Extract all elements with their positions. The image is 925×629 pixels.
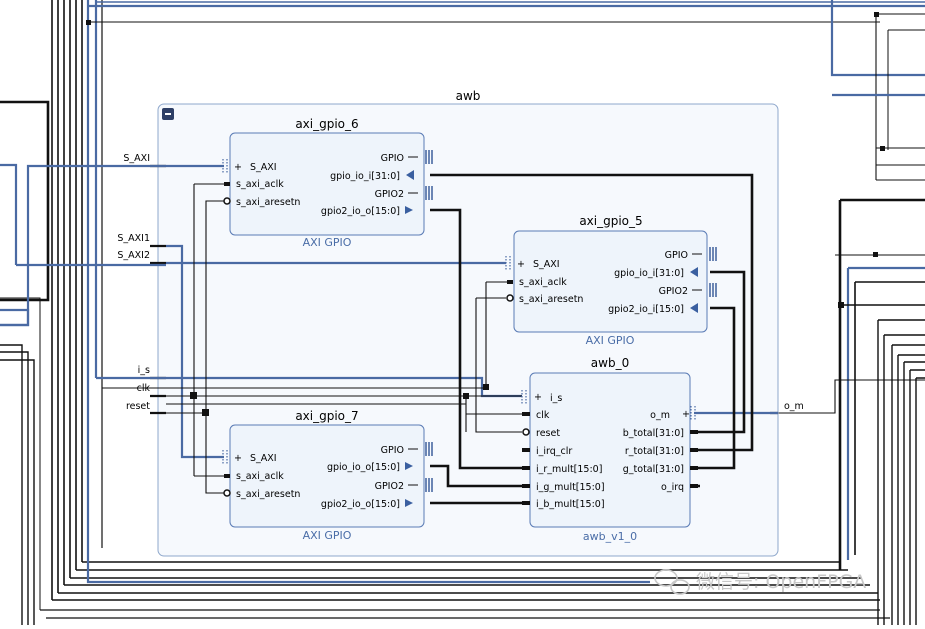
hierarchy-title: awb	[456, 89, 481, 103]
pin-gpio2-io-i: gpio2_io_i[15:0]	[608, 304, 684, 315]
collapse-icon[interactable]	[162, 108, 174, 120]
block-name: awb_0	[591, 356, 629, 370]
block-awb-0[interactable]: awb_0 awb_v1_0 + i_s clk reset i_irq_clr…	[521, 356, 698, 543]
block-type: AXI GPIO	[586, 334, 635, 347]
pin-s-axi: S_AXI	[250, 162, 277, 173]
pin-gpio2: GPIO2	[659, 286, 688, 297]
block-name: axi_gpio_6	[295, 117, 358, 131]
pin-g-total: g_total[31:0]	[623, 464, 684, 475]
plus-icon[interactable]: +	[534, 392, 542, 403]
port-label-s-axi1: S_AXI1	[117, 233, 150, 244]
pin-s-axi-aresetn: s_axi_aresetn	[236, 489, 300, 500]
pin-s-axi-aresetn: s_axi_aresetn	[236, 197, 300, 208]
block-type: awb_v1_0	[583, 530, 637, 543]
block-type: AXI GPIO	[303, 529, 352, 542]
pin-s-axi-aclk: s_axi_aclk	[519, 277, 567, 288]
port-label-clk: clk	[137, 383, 151, 394]
pin-gpio-io-i: gpio_io_i[31:0]	[614, 268, 684, 279]
port-label-s-axi2: S_AXI2	[117, 250, 150, 261]
output-arrow-icon	[405, 499, 413, 507]
block-name: axi_gpio_7	[295, 409, 358, 423]
pin-i-r-mult: i_r_mult[15:0]	[536, 464, 602, 475]
pin-gpio-io-i: gpio_io_i[31:0]	[330, 171, 400, 182]
pin-reset: reset	[536, 428, 560, 439]
output-arrow-icon	[405, 206, 413, 214]
pin-o-m: o_m	[650, 410, 670, 421]
port-label-s-axi: S_AXI	[123, 153, 150, 164]
port-label-i-s: i_s	[138, 365, 150, 376]
wechat-icon	[654, 569, 690, 595]
block-axi-gpio-6[interactable]: axi_gpio_6 AXI GPIO + S_AXI s_axi_aclk s…	[222, 117, 433, 249]
internal-wires	[0, 164, 778, 505]
block-axi-gpio-7[interactable]: axi_gpio_7 AXI GPIO + S_AXI s_axi_aclk s…	[222, 409, 433, 542]
block-axi-gpio-5[interactable]: axi_gpio_5 AXI GPIO + S_AXI s_axi_aclk s…	[505, 214, 717, 347]
pin-gpio2-io-o: gpio2_io_o[15:0]	[321, 499, 400, 510]
plus-icon[interactable]: +	[234, 453, 242, 464]
pin-b-total: b_total[31:0]	[623, 428, 684, 439]
pin-s-axi: S_AXI	[250, 453, 277, 464]
output-arrow-icon	[405, 462, 413, 470]
input-arrow-icon	[690, 303, 698, 313]
pin-gpio: GPIO	[665, 250, 688, 261]
plus-icon[interactable]: +	[682, 409, 690, 420]
pin-gpio: GPIO	[381, 153, 404, 164]
input-arrow-icon	[406, 170, 414, 180]
pin-r-total: r_total[31:0]	[625, 446, 684, 457]
plus-icon[interactable]: +	[234, 162, 242, 173]
port-label-o-m: o_m	[784, 401, 804, 412]
watermark: 微信号: OpenFPGA	[654, 569, 866, 595]
pin-o-irq: o_irq	[661, 482, 684, 493]
pin-i-b-mult: i_b_mult[15:0]	[536, 499, 605, 510]
watermark-text: 微信号: OpenFPGA	[696, 571, 866, 593]
pin-s-axi: S_AXI	[533, 259, 560, 270]
pin-gpio2: GPIO2	[375, 481, 404, 492]
pin-gpio: GPIO	[381, 445, 404, 456]
port-label-reset: reset	[126, 401, 150, 412]
pin-s-axi-aclk: s_axi_aclk	[236, 179, 284, 190]
pin-s-axi-aclk: s_axi_aclk	[236, 471, 284, 482]
pin-gpio2: GPIO2	[375, 189, 404, 200]
pin-i-s: i_s	[550, 393, 562, 404]
pin-gpio-io-o: gpio_io_o[15:0]	[327, 462, 400, 473]
pin-s-axi-aresetn: s_axi_aresetn	[519, 294, 583, 305]
block-name: axi_gpio_5	[579, 214, 642, 228]
pin-gpio2-io-o: gpio2_io_o[15:0]	[321, 206, 400, 217]
pin-i-g-mult: i_g_mult[15:0]	[536, 482, 605, 493]
pin-clk: clk	[536, 410, 550, 421]
block-type: AXI GPIO	[303, 236, 352, 249]
input-arrow-icon	[690, 267, 698, 277]
plus-icon[interactable]: +	[517, 259, 525, 270]
pin-i-irq-clr: i_irq_clr	[536, 446, 572, 457]
